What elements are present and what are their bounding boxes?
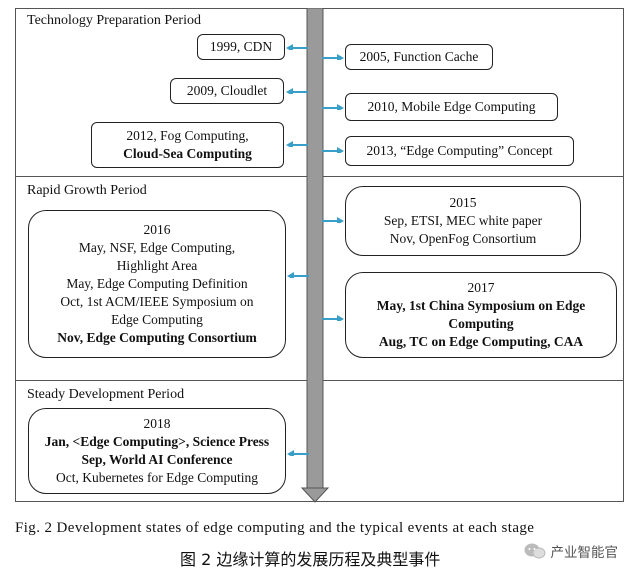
event-text: Highlight Area xyxy=(116,258,198,273)
watermark: 产业智能官 xyxy=(524,541,619,561)
event-text-bold: Computing xyxy=(448,316,514,331)
event-text: 2013, “Edge Computing” Concept xyxy=(366,143,553,158)
event-2016: 2016 May, NSF, Edge Computing, Highlight… xyxy=(28,210,286,358)
event-text: Sep, ETSI, MEC white paper xyxy=(383,213,543,228)
event-text: 1999, CDN xyxy=(209,39,273,54)
figure-caption-chinese: 图 2 边缘计算的发展历程及典型事件 xyxy=(180,550,441,569)
event-2017: 2017 May, 1st China Symposium on Edge Co… xyxy=(345,272,617,358)
event-text: May, Edge Computing Definition xyxy=(66,276,248,291)
watermark-text: 产业智能官 xyxy=(550,545,619,561)
arrow-left-1999 xyxy=(286,44,308,50)
event-text: Edge Computing xyxy=(111,312,203,327)
event-2012-fog-computing: 2012, Fog Computing, Cloud-Sea Computing xyxy=(91,122,284,168)
event-text: 2005, Function Cache xyxy=(359,49,479,64)
event-2010-mec: 2010, Mobile Edge Computing xyxy=(345,93,558,121)
event-year: 2017 xyxy=(467,280,495,295)
event-text-bold: May, 1st China Symposium on Edge xyxy=(376,298,586,313)
event-text-bold: Cloud-Sea Computing xyxy=(123,146,252,161)
arrow-left-2009 xyxy=(286,88,308,94)
event-text: May, NSF, Edge Computing, xyxy=(78,240,236,255)
period-label-steady-development: Steady Development Period xyxy=(27,387,185,402)
event-2009-cloudlet: 2009, Cloudlet xyxy=(170,78,284,104)
event-text: 2010, Mobile Edge Computing xyxy=(367,99,536,114)
arrow-left-2016 xyxy=(287,272,309,278)
event-text: Oct, Kubernetes for Edge Computing xyxy=(55,470,259,485)
arrow-left-2018 xyxy=(287,450,309,456)
event-1999-cdn: 1999, CDN xyxy=(197,34,285,60)
event-year: 2018 xyxy=(143,416,171,431)
event-year: 2015 xyxy=(449,195,477,210)
arrow-right-2010 xyxy=(322,104,344,110)
event-text-bold: Sep, World AI Conference xyxy=(81,452,233,467)
arrow-right-2015 xyxy=(322,217,344,223)
arrow-right-2017 xyxy=(322,315,344,321)
wechat-icon xyxy=(524,543,545,559)
event-text: Nov, OpenFog Consortium xyxy=(389,231,537,246)
arrow-right-2013 xyxy=(322,147,344,153)
event-2018: 2018 Jan, <Edge Computing>, Science Pres… xyxy=(28,408,286,494)
arrow-left-2012 xyxy=(286,141,308,147)
event-text-bold: Jan, <Edge Computing>, Science Press xyxy=(44,434,270,449)
period-label-rapid-growth: Rapid Growth Period xyxy=(27,183,147,198)
event-2013-concept: 2013, “Edge Computing” Concept xyxy=(345,136,574,166)
event-text: Oct, 1st ACM/IEEE Symposium on xyxy=(60,294,254,309)
timeline-arrow xyxy=(300,8,330,503)
event-2015: 2015 Sep, ETSI, MEC white paper Nov, Ope… xyxy=(345,186,581,256)
event-2005-function-cache: 2005, Function Cache xyxy=(345,44,493,70)
figure-caption-english: Fig. 2 Development states of edge comput… xyxy=(15,520,535,536)
event-text-bold: Nov, Edge Computing Consortium xyxy=(57,330,257,345)
event-text: 2009, Cloudlet xyxy=(186,83,268,98)
event-text-bold: Aug, TC on Edge Computing, CAA xyxy=(378,334,584,349)
period-label-technology-preparation: Technology Preparation Period xyxy=(27,13,201,28)
event-year: 2016 xyxy=(143,222,171,237)
event-text: 2012, Fog Computing, xyxy=(126,128,249,143)
arrow-right-2005 xyxy=(322,54,344,60)
